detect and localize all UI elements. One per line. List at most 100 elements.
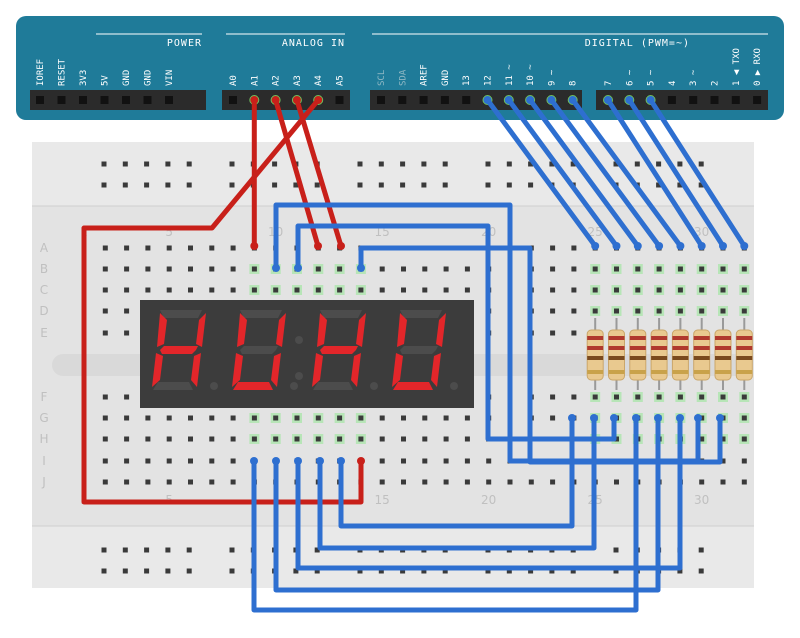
resistor-band	[629, 346, 646, 350]
rail-hole	[165, 182, 171, 188]
breadboard-hole	[720, 287, 726, 293]
breadboard-hole	[124, 458, 130, 464]
breadboard-hole	[166, 245, 172, 251]
breadboard-hole	[337, 436, 343, 442]
digit-segment	[271, 353, 281, 387]
wire-end	[294, 457, 302, 465]
rail-hole	[272, 182, 278, 188]
breadboard-hole	[571, 266, 577, 272]
resistor-band	[651, 356, 668, 360]
breadboard-hole	[550, 308, 556, 314]
breadboard-hole	[188, 287, 193, 293]
pin-label: GND	[144, 70, 154, 86]
blue-wire	[570, 97, 683, 249]
pin-label: A4	[314, 75, 324, 86]
header-pin	[100, 96, 109, 104]
breadboard-hole	[720, 266, 726, 272]
breadboard-hole	[443, 266, 449, 272]
pin-label: SCL	[377, 70, 387, 86]
wire-end	[590, 414, 598, 422]
pin-label: VIN	[165, 70, 175, 86]
rail-hole	[101, 161, 107, 167]
resistor-band	[672, 370, 689, 374]
digit-segment	[312, 353, 323, 387]
wire-end	[632, 414, 640, 422]
pin-label: 9 ~	[547, 69, 557, 86]
row-label: G	[39, 411, 48, 425]
breadboard-hole	[124, 266, 130, 272]
breadboard-hole	[614, 287, 619, 293]
breadboard-hole	[315, 415, 321, 421]
wire-end	[740, 242, 749, 250]
blue-wire	[485, 97, 598, 249]
header-pin	[122, 96, 130, 104]
blue-wire	[358, 245, 723, 465]
blue-wire	[605, 97, 705, 249]
digit-segment	[400, 310, 442, 318]
breadboard-hole	[677, 266, 683, 272]
rail-hole	[229, 547, 235, 553]
breadboard-hole	[209, 479, 215, 485]
breadboard-hole	[379, 458, 385, 464]
wire-end	[591, 242, 600, 250]
breadboard-hole	[124, 479, 130, 485]
pin-label: 8	[569, 81, 579, 86]
analog-section-label: ANALOG IN	[282, 38, 345, 49]
row-label: I	[42, 454, 46, 468]
breadboard-hole	[571, 394, 577, 400]
breadboard-hole	[166, 415, 172, 421]
wire-end	[294, 264, 302, 272]
header-pin	[731, 96, 740, 104]
breadboard-hole	[251, 287, 257, 293]
wire-end	[504, 96, 513, 104]
digit-segment	[152, 353, 163, 387]
breadboard-hole	[230, 287, 236, 293]
resistor-band	[629, 356, 646, 360]
rail-hole	[442, 568, 448, 574]
resistor-band	[693, 336, 710, 340]
breadboard-hole	[188, 458, 193, 464]
pin-label: 10 ~	[526, 64, 536, 86]
wire-end	[314, 242, 322, 250]
rail-hole	[229, 182, 235, 188]
wire-end	[625, 96, 634, 104]
row-label: B	[40, 262, 48, 276]
breadboard-hole	[741, 394, 747, 400]
rail-hole	[272, 161, 278, 167]
colon-dot	[295, 336, 303, 344]
breadboard-hole	[273, 436, 279, 442]
breadboard-hole	[145, 479, 151, 485]
decimal-point	[370, 382, 378, 390]
breadboard-hole	[230, 458, 236, 464]
digit-segment	[240, 310, 282, 318]
breadboard-hole	[550, 330, 556, 336]
rail-hole	[442, 161, 448, 167]
pin-label: 7	[604, 81, 614, 86]
wire-end	[357, 457, 365, 465]
breadboard-bottom-rail	[32, 526, 754, 588]
breadboard-hole	[699, 266, 705, 272]
breadboard-hole	[635, 287, 641, 293]
rail-hole	[186, 161, 192, 167]
breadboard-hole	[443, 415, 449, 421]
digit-segment	[351, 353, 361, 387]
digit-segment	[400, 346, 438, 354]
breadboard-hole	[656, 266, 662, 272]
pin-label: 6 ~	[625, 69, 635, 86]
digital-header-left	[370, 90, 582, 110]
rail-hole	[442, 182, 448, 188]
seven-segment-display	[140, 300, 474, 408]
breadboard-hole	[677, 308, 683, 314]
breadboard-hole	[379, 415, 385, 421]
rail-hole	[101, 547, 107, 553]
breadboard-hole	[337, 287, 343, 293]
blue-wire	[317, 415, 597, 551]
breadboard-hole	[102, 436, 108, 442]
decimal-point	[210, 382, 218, 390]
breadboard-hole	[209, 415, 215, 421]
resistor-body	[608, 329, 625, 381]
breadboard-hole	[592, 266, 598, 272]
header-pin	[335, 96, 344, 104]
